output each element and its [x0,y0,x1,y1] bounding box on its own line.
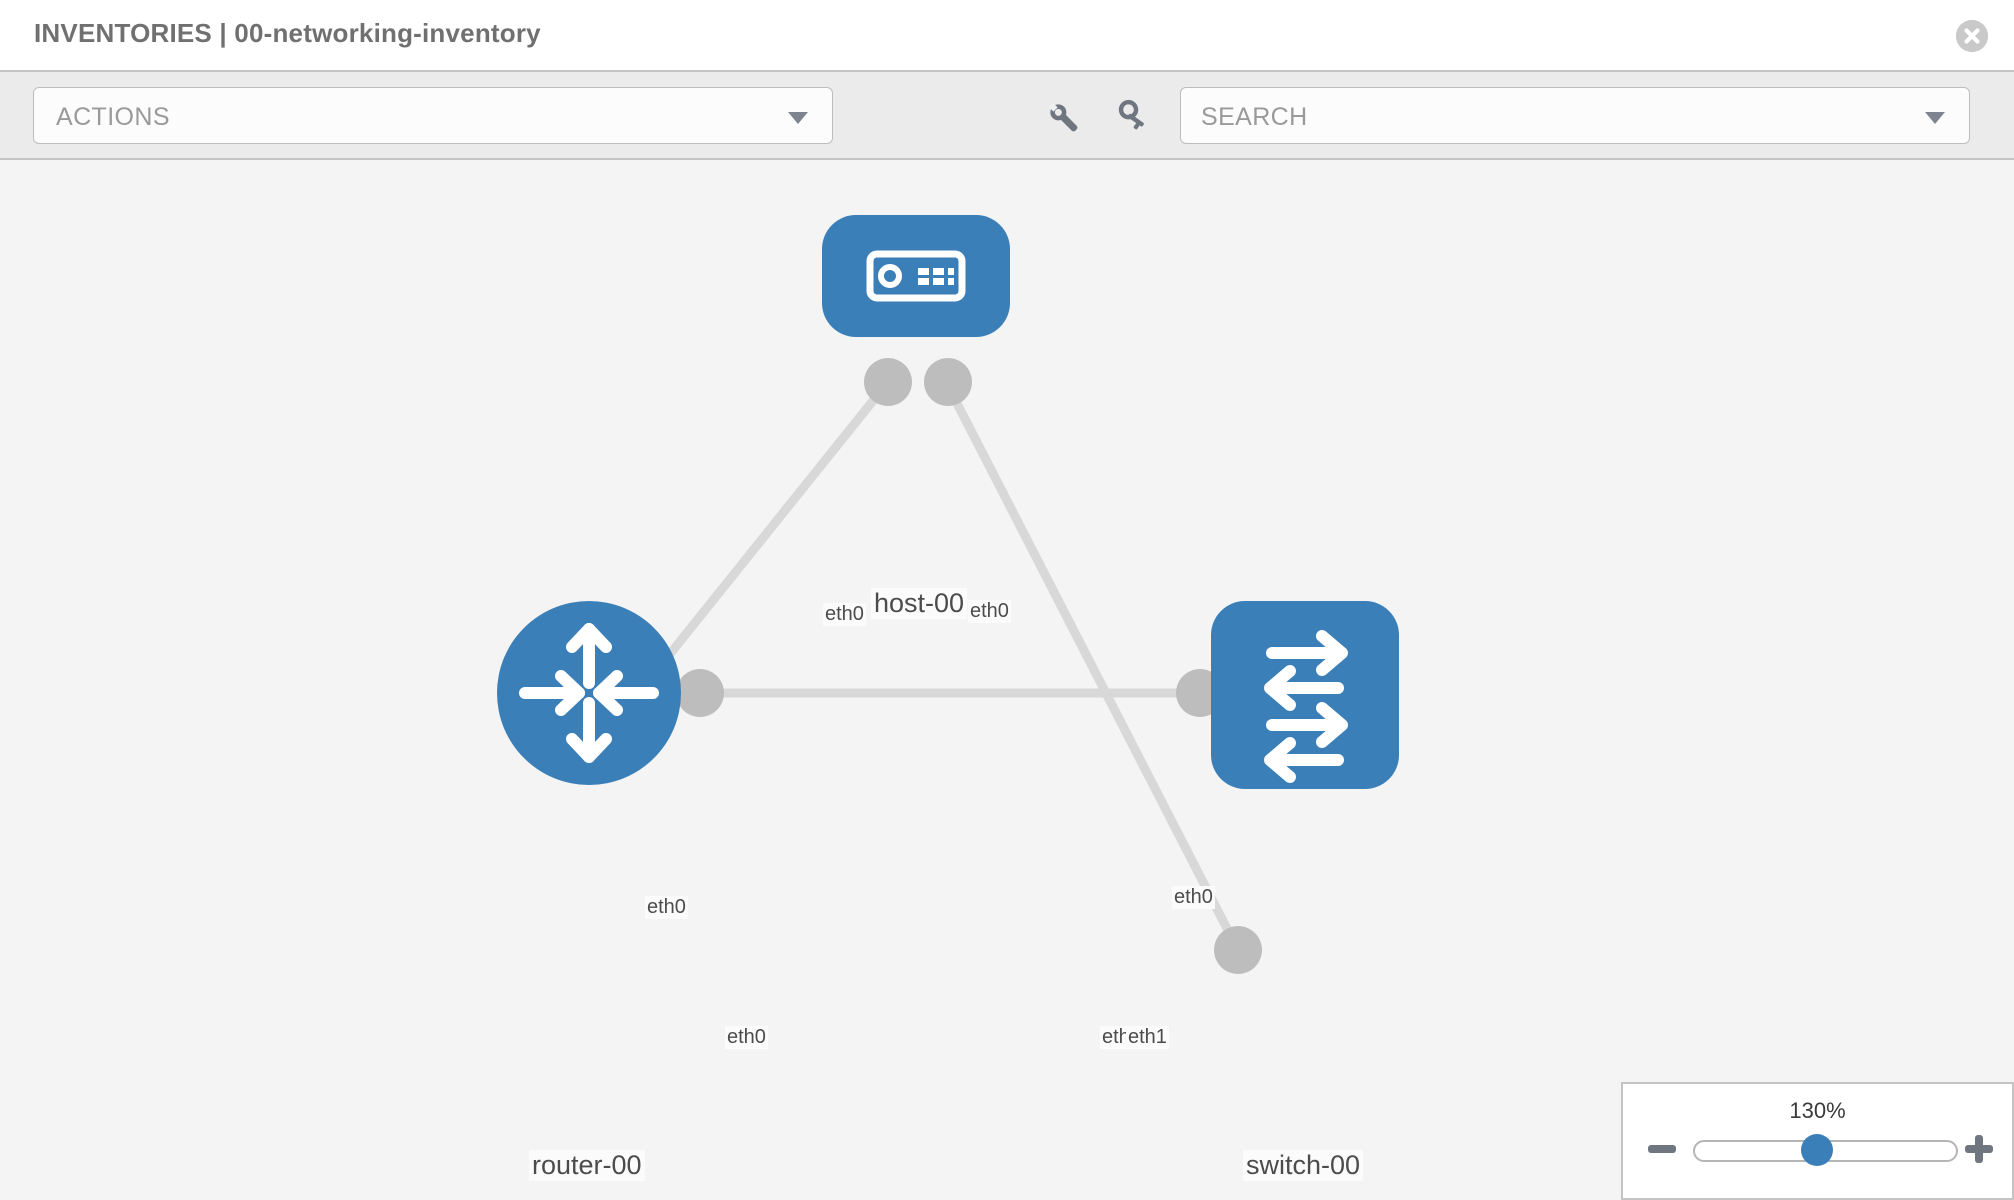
key-icon[interactable] [1110,98,1150,138]
interface-label: eth [1100,1026,1132,1049]
search-input[interactable]: SEARCH [1180,87,1970,144]
interface-label: eth0 [725,1026,768,1049]
toolbar: ACTIONS SEARCH [0,70,2014,160]
plus-icon[interactable] [1962,1132,1996,1166]
interface-label: eth0 [645,896,688,919]
connector-nub [1214,926,1262,974]
close-icon[interactable] [1956,20,1988,52]
interface-label: eth0 [968,600,1011,623]
page-header: INVENTORIES | 00-networking-inventory [0,0,2014,70]
actions-dropdown-label: ACTIONS [56,103,170,131]
node-label-host-00: host-00 [871,588,968,619]
link-host-switch [941,379,1243,953]
connector-nub [924,358,972,406]
wrench-icon[interactable] [1044,98,1084,138]
zoom-control-panel: 130% [1621,1082,2014,1200]
actions-dropdown[interactable]: ACTIONS [33,87,833,144]
interface-label: eth0 [1172,886,1215,909]
zoom-level-value: 130% [1789,1098,1846,1123]
interface-label: eth1 [1126,1026,1169,1049]
node-label-switch-00: switch-00 [1243,1150,1364,1181]
connector-nub [676,669,724,717]
node-switch-00 [1211,601,1399,789]
page-title: INVENTORIES | 00-networking-inventory [34,18,541,48]
topology-graph [497,215,1399,974]
chevron-down-icon [788,112,808,124]
node-host-00 [822,215,1010,337]
minus-icon[interactable] [1645,1132,1679,1166]
connector-nub [864,358,912,406]
interface-label: eth0 [823,603,866,626]
topology-canvas[interactable]: eth0 eth0 eth0 eth0 eth0 eth eth1 host-0… [0,160,2014,1200]
node-label-router-00: router-00 [529,1150,645,1181]
node-router-00 [497,601,681,785]
zoom-slider-thumb[interactable] [1801,1134,1833,1166]
search-chevron-down-icon[interactable] [1925,112,1945,124]
search-placeholder: SEARCH [1201,103,1308,131]
